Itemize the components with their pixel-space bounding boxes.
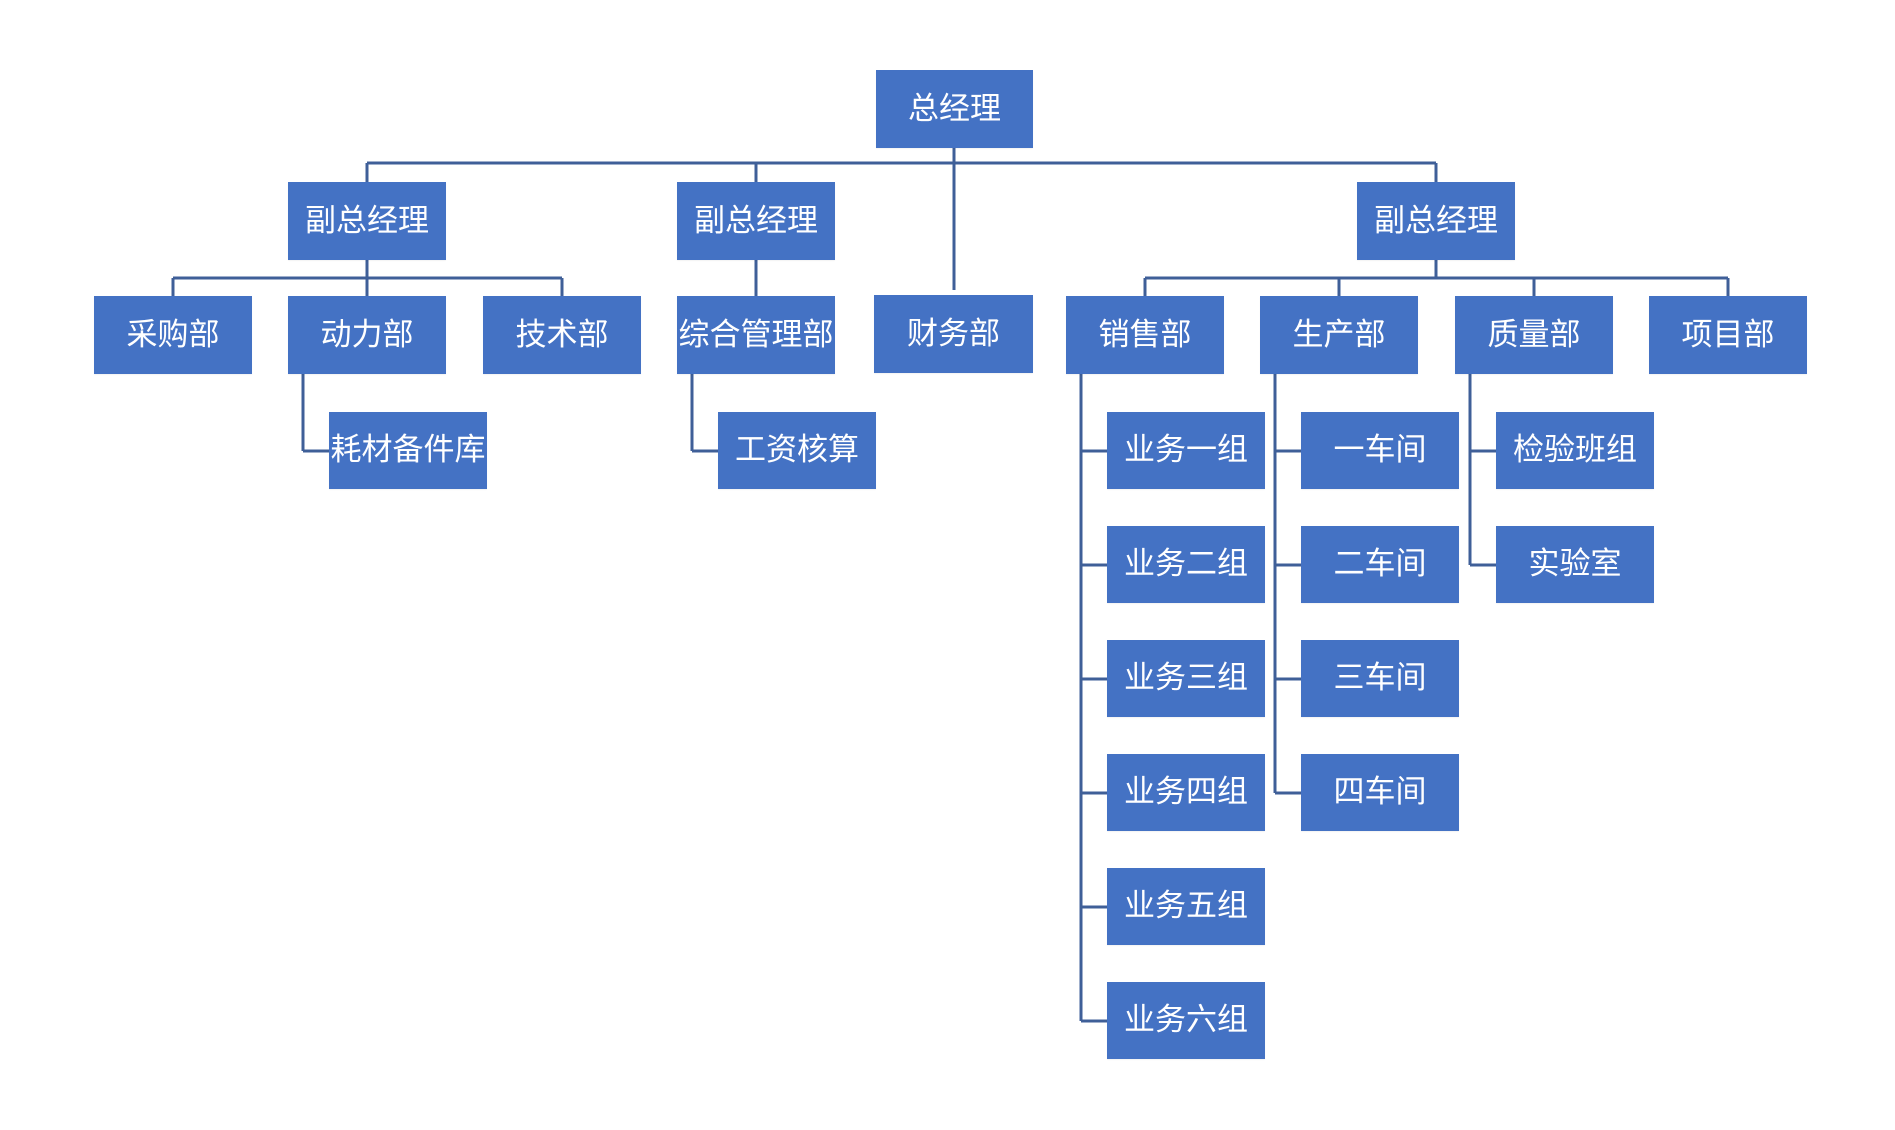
org-node-quality[interactable]: 质量部 <box>1455 296 1613 374</box>
org-node-workshop-1[interactable]: 一车间 <box>1301 412 1459 489</box>
org-node-projects[interactable]: 项目部 <box>1649 296 1807 374</box>
org-node-payroll[interactable]: 工资核算 <box>718 412 876 489</box>
org-node-workshop-4[interactable]: 四车间 <box>1301 754 1459 831</box>
org-node-sales-group-3[interactable]: 业务三组 <box>1107 640 1265 717</box>
org-node-laboratory[interactable]: 实验室 <box>1496 526 1654 603</box>
org-node-general-admin[interactable]: 综合管理部 <box>677 296 835 374</box>
org-node-vp-right[interactable]: 副总经理 <box>1357 182 1515 260</box>
org-node-sales[interactable]: 销售部 <box>1066 296 1224 374</box>
org-node-technology[interactable]: 技术部 <box>483 296 641 374</box>
org-node-spare-parts-store[interactable]: 耗材备件库 <box>329 412 487 489</box>
org-node-general-manager[interactable]: 总经理 <box>876 70 1033 148</box>
org-node-inspection-team[interactable]: 检验班组 <box>1496 412 1654 489</box>
org-node-power[interactable]: 动力部 <box>288 296 446 374</box>
org-node-sales-group-5[interactable]: 业务五组 <box>1107 868 1265 945</box>
org-node-workshop-3[interactable]: 三车间 <box>1301 640 1459 717</box>
org-node-sales-group-1[interactable]: 业务一组 <box>1107 412 1265 489</box>
org-node-sales-group-2[interactable]: 业务二组 <box>1107 526 1265 603</box>
org-node-sales-group-4[interactable]: 业务四组 <box>1107 754 1265 831</box>
org-node-purchasing[interactable]: 采购部 <box>94 296 252 374</box>
org-node-vp-middle[interactable]: 副总经理 <box>677 182 835 260</box>
org-node-production[interactable]: 生产部 <box>1260 296 1418 374</box>
org-node-sales-group-6[interactable]: 业务六组 <box>1107 982 1265 1059</box>
org-node-finance[interactable]: 财务部 <box>874 295 1033 373</box>
org-node-workshop-2[interactable]: 二车间 <box>1301 526 1459 603</box>
org-node-vp-left[interactable]: 副总经理 <box>288 182 446 260</box>
